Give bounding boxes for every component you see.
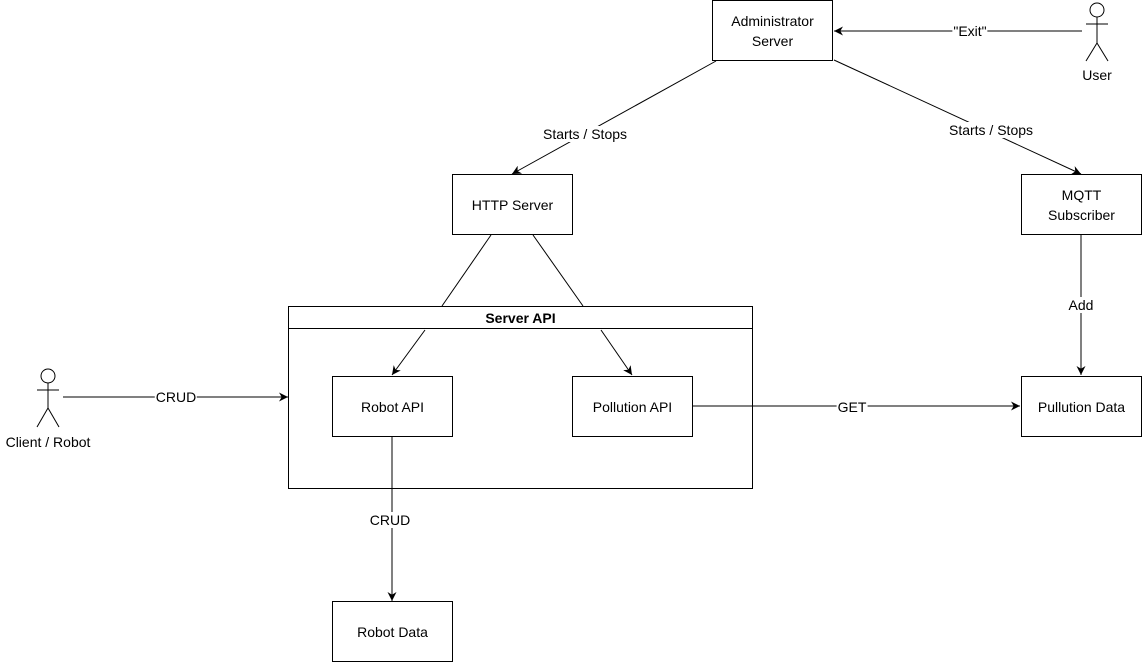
administrator-server-label-line1: Administrator <box>731 12 814 29</box>
edge-http-to-container-left <box>441 234 492 307</box>
edge-http-to-container-right <box>532 234 584 307</box>
edge-label-starts-stops-mqtt: Starts / Stops <box>947 122 1035 138</box>
edge-label-add: Add <box>1067 297 1095 313</box>
administrator-server-label-line2: Server <box>751 32 794 49</box>
mqtt-subscriber-node[interactable]: MQTT Subscriber <box>1021 174 1142 235</box>
edge-label-crud-client: CRUD <box>154 389 198 405</box>
robot-api-node[interactable]: Robot API <box>332 376 453 437</box>
client-robot-actor-icon <box>36 368 60 428</box>
administrator-server-node[interactable]: Administrator Server <box>712 0 833 61</box>
robot-api-label: Robot API <box>360 398 425 415</box>
server-api-title: Server API <box>289 307 752 329</box>
edge-to-robot-api <box>391 329 426 376</box>
edge-label-starts-stops-http: Starts / Stops <box>541 126 629 142</box>
edge-label-crud-robot-data: CRUD <box>368 512 412 528</box>
pollution-data-node[interactable]: Pullution Data <box>1021 376 1142 437</box>
client-robot-label: Client / Robot <box>5 434 91 450</box>
pollution-data-label: Pullution Data <box>1037 398 1126 415</box>
edge-admin-to-mqtt <box>833 59 1082 175</box>
mqtt-subscriber-label-line2: Subscriber <box>1048 206 1115 223</box>
edge-admin-to-http <box>511 60 717 175</box>
user-label: User <box>1082 67 1112 83</box>
server-api-container: Server API <box>288 306 753 489</box>
pollution-api-node[interactable]: Pollution API <box>572 376 693 437</box>
edge-label-get: GET <box>836 399 868 415</box>
edge-label-exit: "Exit" <box>952 23 988 39</box>
pollution-api-label: Pollution API <box>592 398 673 415</box>
edge-to-pollution-api <box>600 329 633 376</box>
http-server-node[interactable]: HTTP Server <box>452 174 573 235</box>
robot-data-label: Robot Data <box>357 623 428 640</box>
user-actor-icon <box>1085 2 1109 62</box>
http-server-label: HTTP Server <box>471 196 554 213</box>
mqtt-subscriber-label-line1: MQTT <box>1061 186 1102 203</box>
robot-data-node[interactable]: Robot Data <box>332 601 453 662</box>
